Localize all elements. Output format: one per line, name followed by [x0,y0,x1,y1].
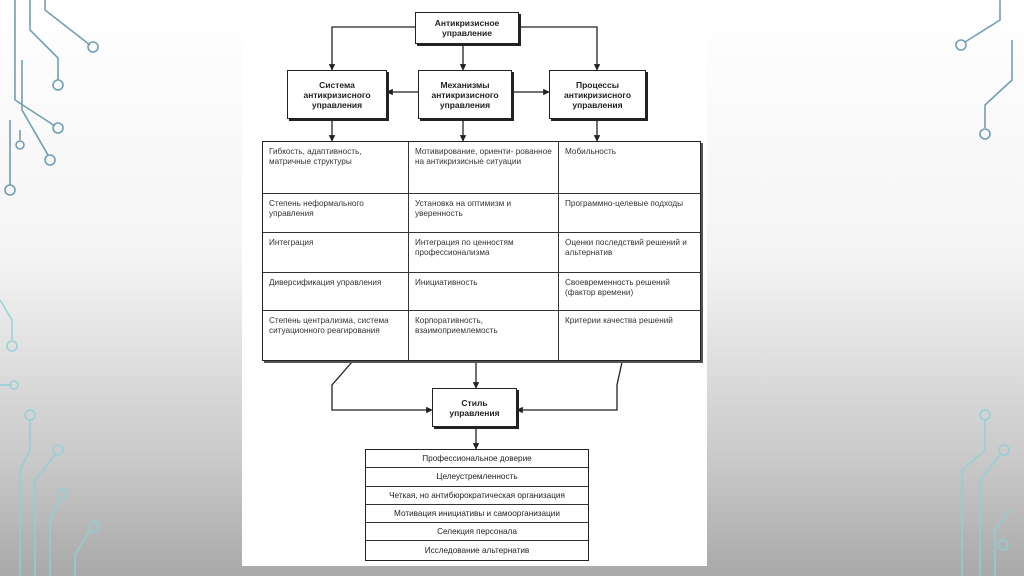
characteristics-table: Гибкость, адаптивность, матричные структ… [262,141,701,361]
header-mechanisms: Механизмы антикризисного управления [418,70,512,119]
list-item: Профессиональное доверие [366,450,588,468]
list-item: Четкая, но антибюрократическая организац… [366,487,588,505]
top-box-label: Антикризисное управление [419,18,515,38]
list-item: Селекция персонала [366,523,588,541]
table-cell: Интеграция [263,233,409,273]
style-box: Стиль управления [432,388,517,427]
top-box-anti-crisis-management: Антикризисное управление [415,12,519,44]
table-cell: Корпоративность, взаимоприемлемость [409,311,559,360]
table-cell: Программно-целевые подходы [559,194,700,233]
header-mechanisms-label: Механизмы антикризисного управления [422,80,508,110]
table-cell: Мобильность [559,142,700,194]
style-attributes-list: Профессиональное доверие Целеустремленно… [365,449,589,561]
diagram-panel: Антикризисное управление Система антикри… [242,0,707,566]
style-box-label: Стиль управления [436,398,513,418]
header-processes: Процессы антикризисного управления [549,70,646,119]
list-item: Мотивация инициативы и самоорганизации [366,505,588,523]
list-item: Целеустремленность [366,468,588,486]
header-system-label: Система антикризисного управления [291,80,383,110]
table-cell: Интеграция по ценностям профессионализма [409,233,559,273]
table-cell: Своевременность решений (фактор времени) [559,273,700,311]
header-processes-label: Процессы антикризисного управления [553,80,642,110]
table-cell: Степень централизма, система ситуационно… [263,311,409,360]
table-cell: Установка на оптимизм и уверенность [409,194,559,233]
table-cell: Степень неформального управления [263,194,409,233]
table-cell: Диверсификация управления [263,273,409,311]
table-cell: Мотивирование, ориенти- рованное на анти… [409,142,559,194]
table-cell: Критерии качества решений [559,311,700,360]
table-cell: Инициативность [409,273,559,311]
list-item: Исследование альтернатив [366,541,588,559]
table-cell: Оценки последствий решений и альтернатив [559,233,700,273]
table-cell: Гибкость, адаптивность, матричные структ… [263,142,409,194]
header-system: Система антикризисного управления [287,70,387,119]
